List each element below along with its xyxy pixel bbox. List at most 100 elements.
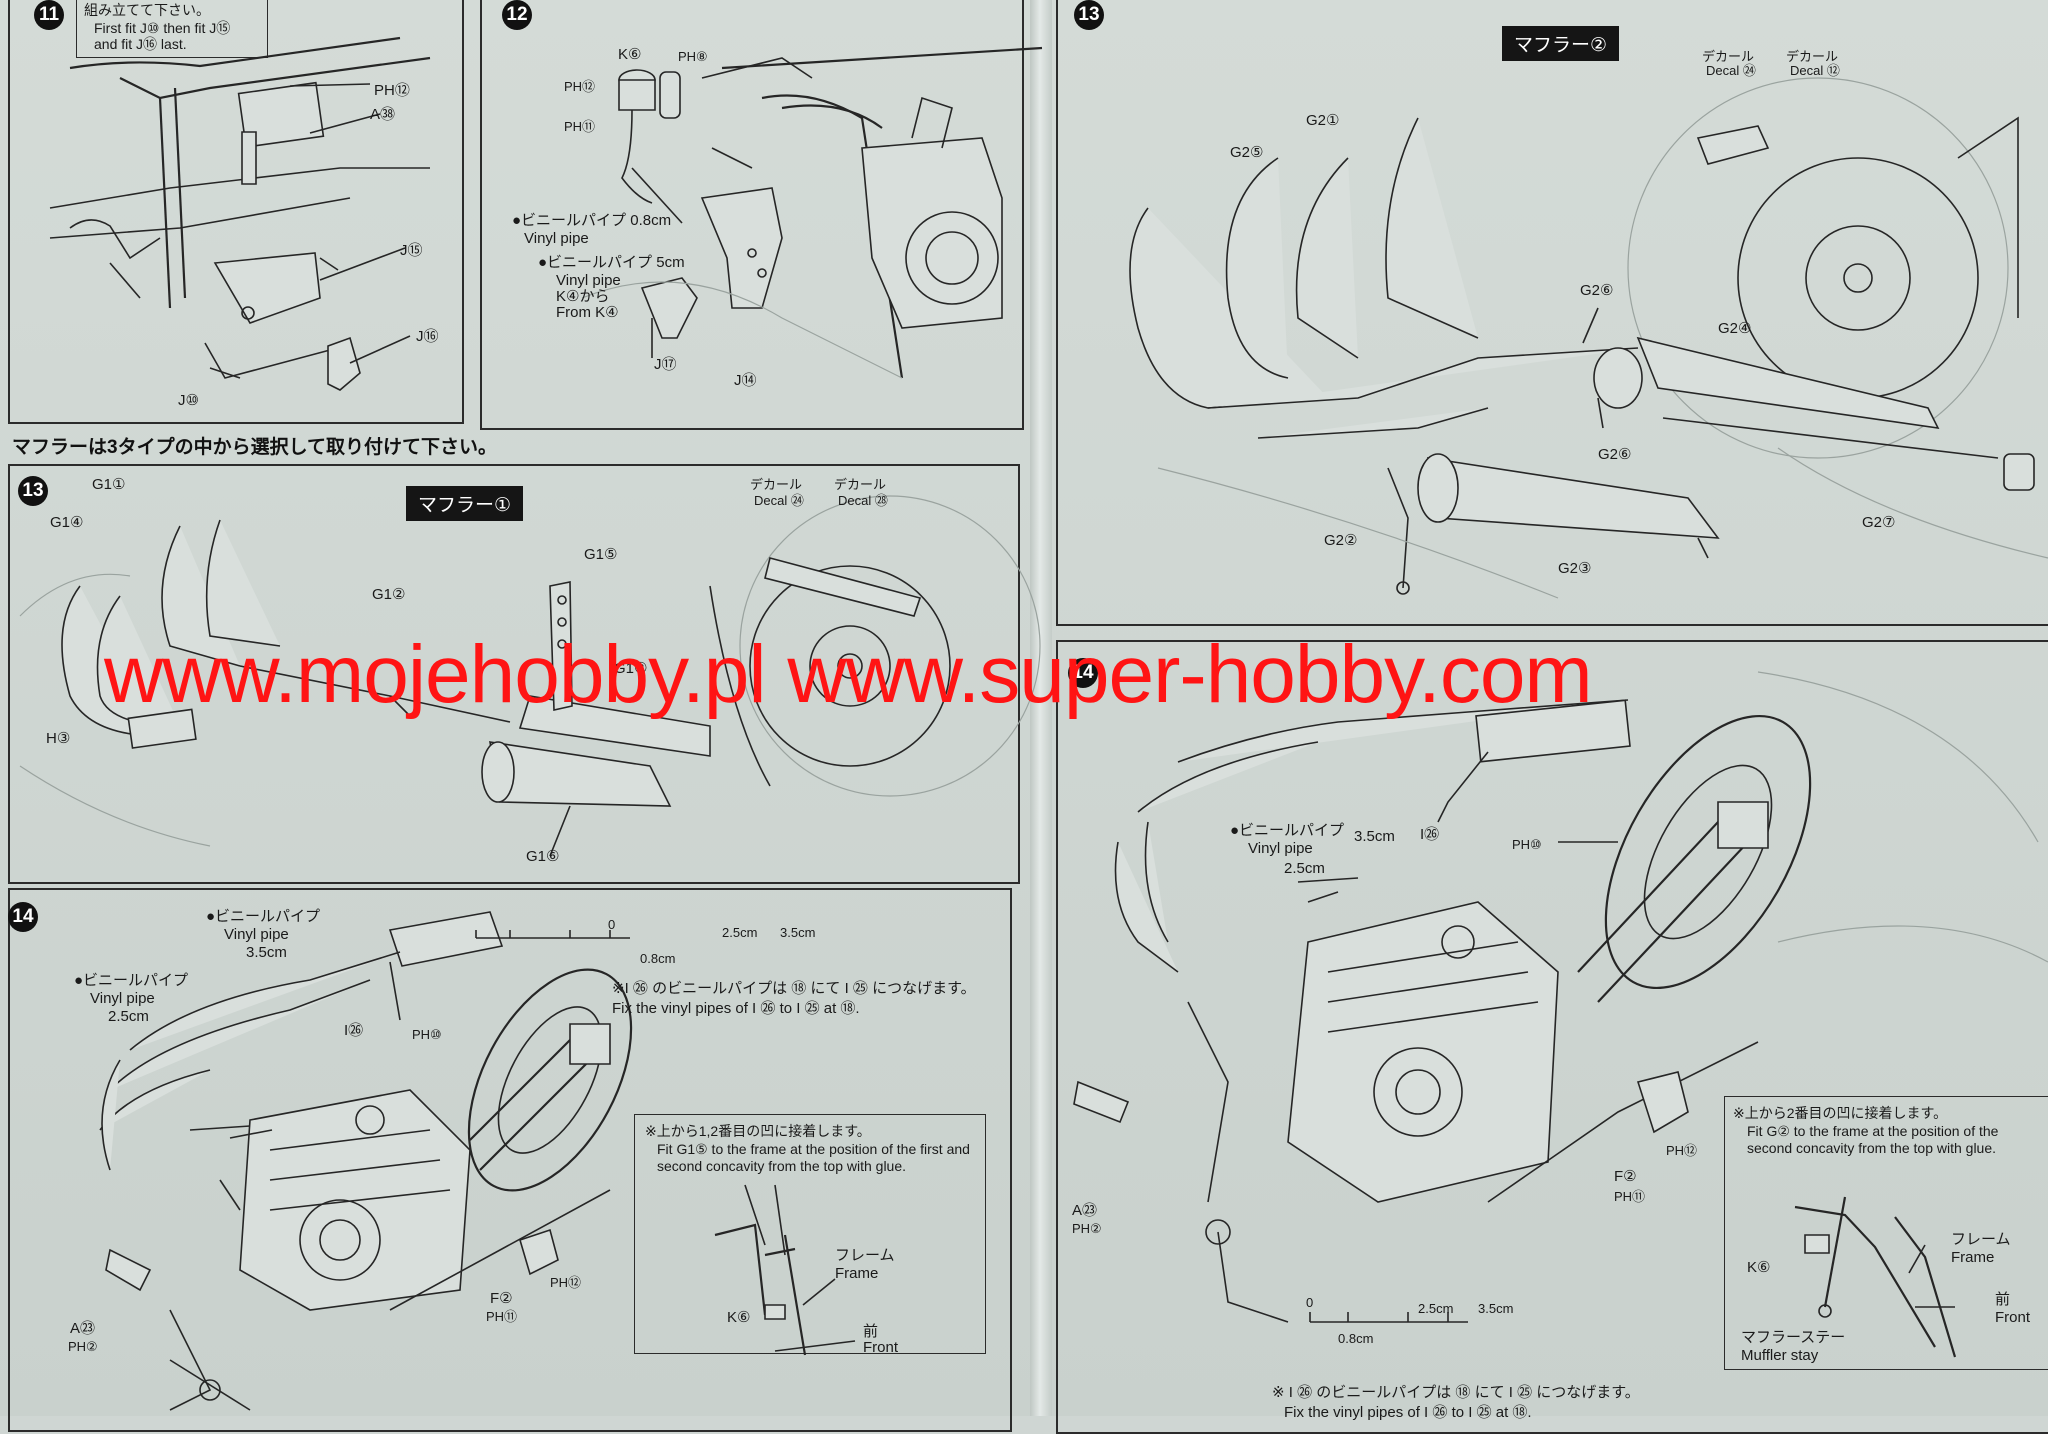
step-12-engine-drawing — [482, 0, 1022, 428]
step-14-right-detail-drawing — [1725, 1097, 2048, 1369]
step-13-muffler2-drawing — [1058, 0, 2048, 624]
step-14-left-scale-25: 2.5cm — [722, 925, 758, 940]
step-11-frame-drawing — [10, 0, 462, 422]
step-14-left-scale-08: 0.8cm — [640, 951, 676, 966]
step-14-right-vinyl35-jp: ●ビニールパイプ — [1230, 822, 1345, 839]
step-14-left-ph2: PH② — [68, 1339, 98, 1354]
watermark-text: www.mojehobby.pl www.super-hobby.com — [104, 629, 1593, 720]
step-14-right-i26: I㉖ — [1420, 826, 1440, 843]
step-14-right-front-en: Front — [1995, 1309, 2031, 1326]
step-13-left-g1-5: G1⑤ — [584, 546, 618, 563]
step-12-vinyl-5-jp: ●ビニールパイプ 5cm — [538, 254, 685, 271]
step-13-right-g2-7: G2⑦ — [1862, 514, 1896, 531]
step-14-left-note-en: Fix the vinyl pipes of I ㉖ to I ㉕ at ⑱. — [612, 1000, 860, 1017]
step-12-label-ph8: PH⑧ — [678, 49, 708, 64]
step-14-left-front-en: Front — [863, 1339, 899, 1356]
step-14-right-note-en: Fix the vinyl pipes of I ㉖ to I ㉕ at ⑱. — [1284, 1404, 1532, 1421]
step-11-label-j16: J⑯ — [416, 328, 439, 345]
step-11-panel: 11 組み立てて下さい。 First fit J⑩ then fit J⑮ an… — [8, 0, 464, 424]
step-13-left-g1-2: G1② — [372, 586, 406, 603]
step-13-right-g2-2: G2② — [1324, 532, 1358, 549]
step-14-right-detail-en: Fit G② to the frame at the position of t… — [1747, 1123, 1999, 1156]
step-13-left-g1-1: G1① — [92, 476, 126, 493]
step-14-left-ph90: PH⑩ — [412, 1027, 442, 1042]
step-13-left-decal28-en: Decal ㉘ — [838, 493, 888, 508]
step-12-label-k6: K⑥ — [618, 46, 642, 63]
step-13-right-g2-6a: G2⑥ — [1580, 282, 1614, 299]
step-14-right-stay-en: Muffler stay — [1741, 1347, 1819, 1364]
step-14-right-panel: 14 — [1056, 640, 2048, 1434]
step-13-left-g1-6: G1⑥ — [526, 848, 560, 865]
step-14-right-scale-08: 0.8cm — [1338, 1331, 1374, 1346]
step-12-vinyl-5-en: Vinyl pipe — [556, 272, 621, 289]
page-gutter — [1030, 0, 1052, 1416]
step-11-note-jp: 組み立てて下さい。 — [84, 2, 210, 18]
step-11-label-a38: A㊳ — [370, 106, 396, 123]
step-12-panel: 12 K⑥ PH⑧ PH⑫ PH⑪ ●ビニールパイプ 0.8cm — [480, 0, 1024, 430]
step-12-label-ph12: PH⑫ — [564, 79, 596, 94]
step-14-right-vinyl35-len: 3.5cm — [1354, 828, 1395, 845]
step-13-left-g1-4: G1④ — [50, 514, 84, 531]
step-14-right-detail-box: ※上から2番目の凹に接着します。 Fit G② to the frame at … — [1724, 1096, 2048, 1370]
step-14-right-ph12: PH⑫ — [1666, 1143, 1698, 1158]
step-14-right-scale-0: 0 — [1306, 1295, 1314, 1310]
step-13-left-decal28-jp: デカール — [834, 477, 887, 492]
step-13-left-g1-3: G1③ — [614, 660, 648, 677]
step-11-label-j10: J⑩ — [178, 392, 199, 409]
step-14-right-number: 14 — [1068, 658, 1098, 688]
step-14-right-engine-drawing — [1058, 642, 2048, 1432]
step-11-label-ph12: PH⑫ — [374, 82, 410, 99]
step-14-right-note-jp: ※ I ㉖ のビニールパイプは ⑱ にて I ㉕ につなげます。 — [1272, 1384, 1640, 1401]
step-12-vinyl-08-jp: ●ビニールパイプ 0.8cm — [512, 212, 672, 229]
step-14-left-k6: K⑥ — [727, 1309, 751, 1326]
step-13-muffler2-panel: 13 マフラー② — [1056, 0, 2048, 626]
step-14-right-f2: F② — [1614, 1168, 1637, 1185]
step-13-right-decal24-jp: デカール — [1702, 49, 1755, 64]
step-13-right-g2-6b: G2⑥ — [1598, 446, 1632, 463]
step-14-left-engine-drawing — [10, 890, 1010, 1430]
step-12-label-j17: J⑰ — [654, 356, 677, 373]
step-12-label-j14: J⑭ — [734, 372, 757, 389]
step-14-left-scale-0: 0 — [608, 917, 616, 932]
step-14-right-ph2: PH② — [1072, 1221, 1102, 1236]
step-12-from-k4-en: From K④ — [556, 304, 619, 321]
step-14-right-frame-en: Frame — [1951, 1249, 1995, 1266]
step-13-left-h3: H③ — [46, 730, 71, 747]
step-13-right-g2-5: G2⑤ — [1230, 144, 1264, 161]
step-14-left-vinyl25-jp: ●ビニールパイプ — [74, 972, 189, 989]
step-13-right-g2-1: G2① — [1306, 112, 1340, 129]
muffler-selection-caption: マフラーは3タイプの中から選択して取り付けて下さい。 — [12, 437, 497, 458]
step-13-right-g2-3: G2③ — [1558, 560, 1592, 577]
step-14-left-scale-35: 3.5cm — [780, 925, 816, 940]
step-14-left-frame-en: Frame — [835, 1265, 879, 1282]
step-12-number: 12 — [502, 0, 532, 30]
step-11-label-j15: J⑮ — [400, 242, 423, 259]
step-14-right-scale-25: 2.5cm — [1418, 1301, 1454, 1316]
step-14-right-k6: K⑥ — [1747, 1259, 1771, 1276]
step-11-note-en2: and fit J⑯ last. — [94, 36, 187, 52]
step-13-left-decal24-jp: デカール — [750, 477, 803, 492]
step-11-note-box — [76, 0, 268, 58]
muffler-2-tag: マフラー② — [1502, 26, 1620, 61]
step-14-right-ph90: PH⑩ — [1512, 837, 1542, 852]
step-14-left-detail-drawing — [635, 1115, 985, 1353]
step-14-right-vinyl35-en: Vinyl pipe — [1248, 840, 1313, 857]
step-14-left-vinyl35-jp: ●ビニールパイプ — [206, 908, 321, 925]
step-13-right-decal24-en: Decal ㉔ — [1706, 63, 1756, 78]
step-14-left-detail-jp: ※上から1,2番目の凹に接着します。 — [645, 1123, 871, 1139]
step-14-left-ph12: PH⑫ — [550, 1275, 582, 1290]
step-14-right-scale-35: 3.5cm — [1478, 1301, 1514, 1316]
step-14-left-f2: F② — [490, 1290, 513, 1307]
step-13-muffler1-drawing — [10, 466, 1018, 882]
step-14-left-note-jp: ※I ㉖ のビニールパイプは ⑱ にて I ㉕ につなげます。 — [612, 980, 976, 997]
step-14-left-a23: A㉓ — [70, 1320, 96, 1337]
step-14-right-stay-jp: マフラーステー — [1741, 1329, 1846, 1346]
step-13-left-decal24-en: Decal ㉔ — [754, 493, 804, 508]
step-14-left-i26: I㉖ — [344, 1022, 364, 1039]
step-14-left-vinyl35-en: Vinyl pipe — [224, 926, 289, 943]
step-14-left-frame-jp: フレーム — [835, 1247, 895, 1264]
step-14-right-front-jp: 前 — [1995, 1291, 2011, 1308]
step-14-right-frame-jp: フレーム — [1951, 1231, 2011, 1248]
step-12-from-k4-jp: K④から — [556, 288, 610, 305]
